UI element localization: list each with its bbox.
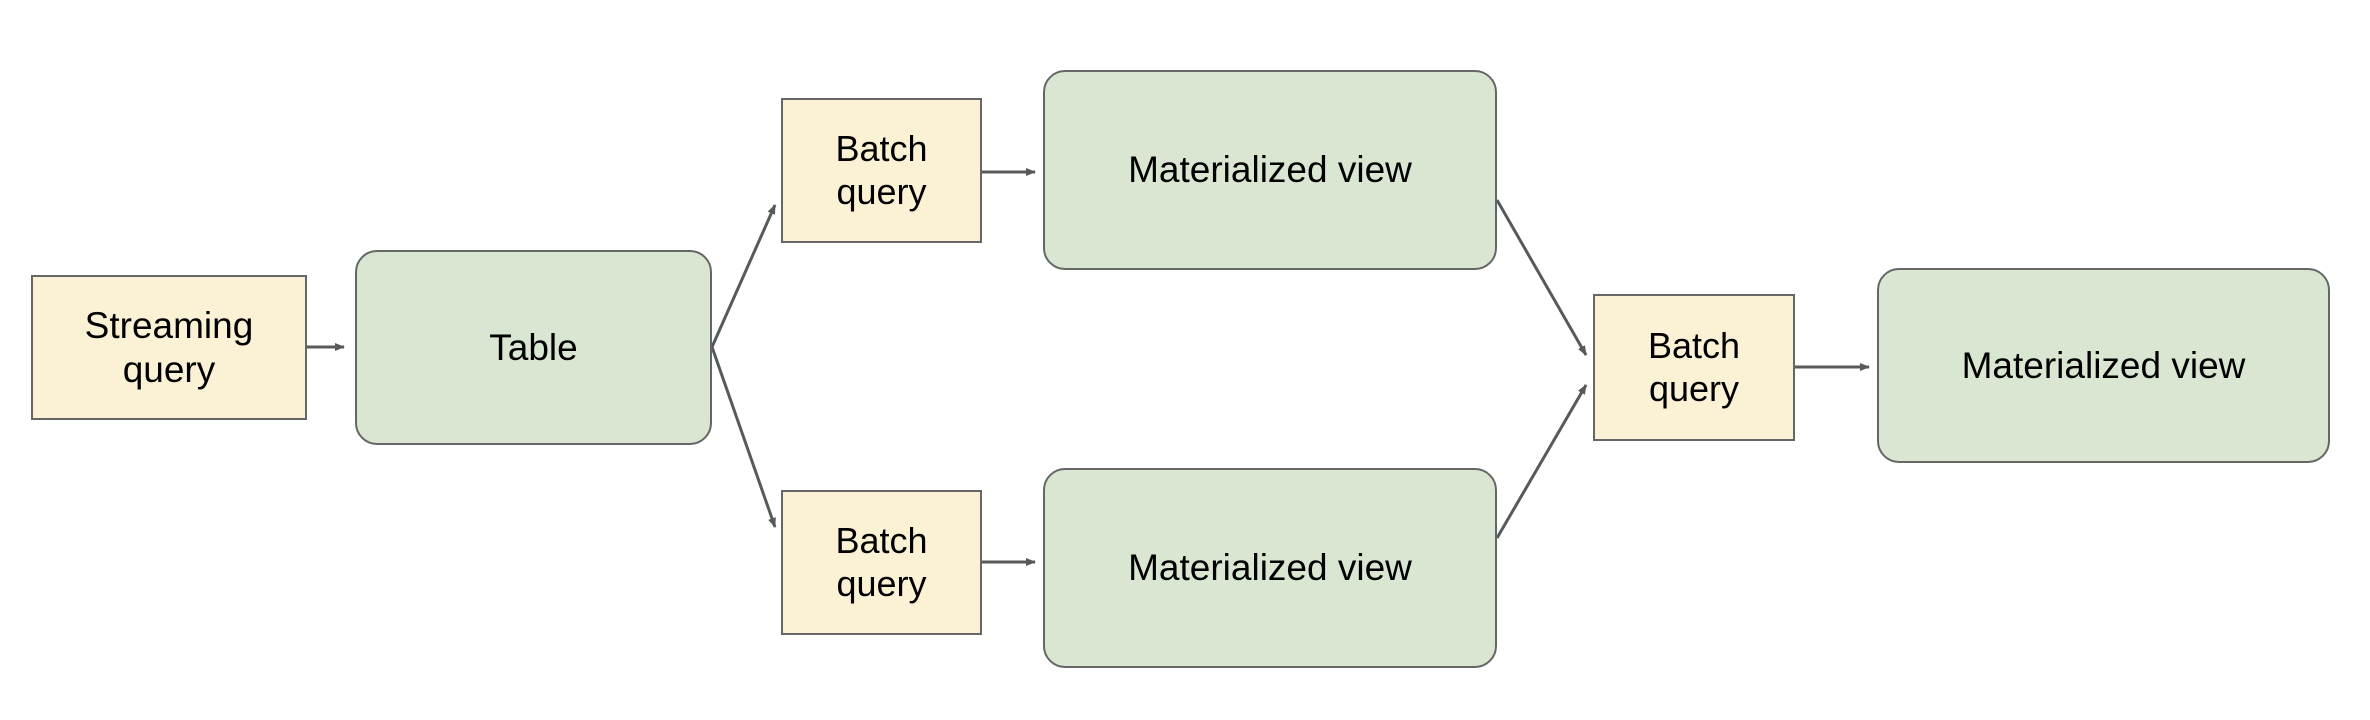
node-materialized-view-top-label: Materialized view (1128, 149, 1412, 191)
edge-mv-top-to-batch-right (1495, 199, 1588, 356)
node-batch-query-top[interactable]: Batch query (781, 98, 982, 243)
node-batch-query-bottom[interactable]: Batch query (781, 490, 982, 635)
node-batch-query-bottom-label: Batch query (835, 520, 928, 604)
node-streaming-query[interactable]: Streaming query (31, 275, 307, 420)
node-materialized-view-bottom-label: Materialized view (1128, 547, 1412, 589)
node-table-label: Table (489, 326, 578, 368)
edge-mv-bottom-to-batch-right (1495, 384, 1588, 539)
node-materialized-view-top[interactable]: Materialized view (1043, 70, 1497, 270)
node-batch-query-right-label: Batch query (1647, 325, 1741, 409)
node-table[interactable]: Table (355, 250, 712, 445)
node-materialized-view-bottom[interactable]: Materialized view (1043, 468, 1497, 668)
node-batch-query-top-label: Batch query (835, 128, 928, 212)
edge-table-to-batch-bottom (710, 346, 777, 528)
node-streaming-query-label: Streaming query (84, 304, 254, 390)
node-materialized-view-right[interactable]: Materialized view (1877, 268, 2330, 463)
edge-table-to-batch-top (710, 204, 777, 348)
node-batch-query-right[interactable]: Batch query (1593, 294, 1795, 441)
node-materialized-view-right-label: Materialized view (1961, 344, 2246, 386)
